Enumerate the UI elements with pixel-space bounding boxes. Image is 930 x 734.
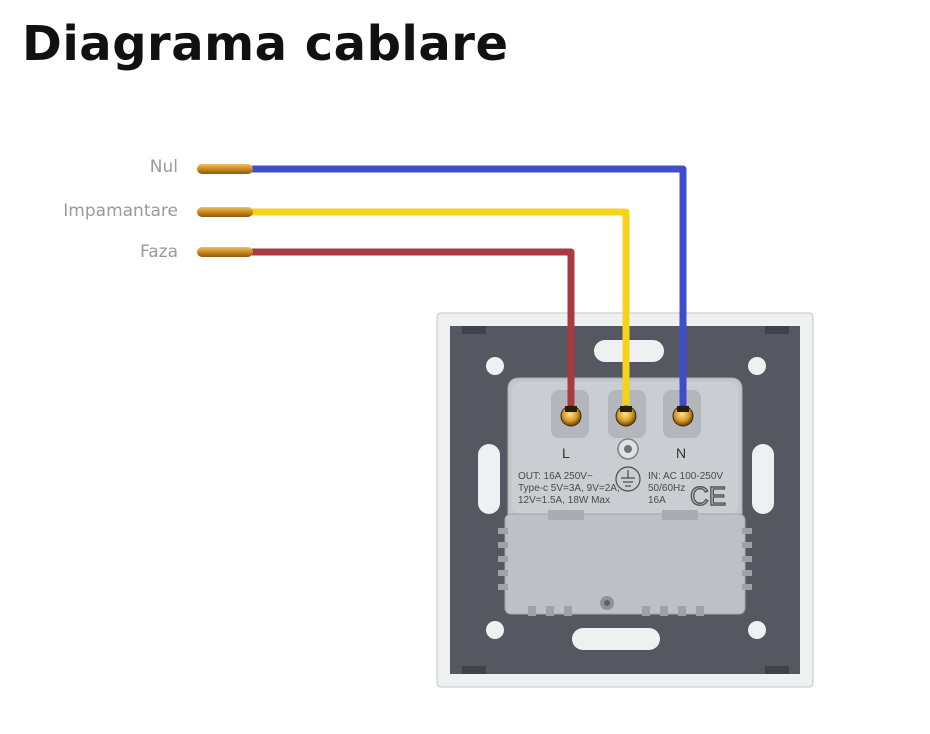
wire-label-nul: Nul bbox=[149, 157, 178, 177]
spec-out-line2: Type-c 5V=3A, 9V=2A, bbox=[518, 483, 620, 494]
spec-in-line1: IN: AC 100-250V bbox=[648, 471, 723, 482]
wire-faza bbox=[252, 248, 575, 412]
earth-symbol-icon bbox=[615, 466, 641, 492]
page-title: Diagrama cablare bbox=[22, 16, 509, 72]
ce-mark-icon: CE bbox=[690, 481, 726, 511]
copper-end-impamantare bbox=[197, 207, 253, 217]
wire-impamantare bbox=[252, 208, 630, 412]
wire-label-impamantare: Impamantare bbox=[63, 201, 178, 221]
copper-end-nul bbox=[197, 164, 253, 174]
wire-label-faza: Faza bbox=[140, 242, 178, 262]
wire-copper-ends bbox=[197, 164, 253, 257]
terminal-screws bbox=[560, 405, 694, 427]
wires bbox=[252, 165, 687, 412]
terminal-label-live: L bbox=[562, 445, 570, 461]
terminal-label-neutral: N bbox=[676, 445, 686, 461]
spec-in-line3: 16A bbox=[648, 495, 666, 506]
spec-in-line2: 50/60Hz bbox=[648, 483, 685, 494]
spec-out-line3: 12V=1.5A, 18W Max bbox=[518, 495, 610, 506]
wire-nul bbox=[252, 165, 687, 412]
spec-out-line1: OUT: 16A 250V~ bbox=[518, 471, 593, 482]
copper-end-faza bbox=[197, 247, 253, 257]
